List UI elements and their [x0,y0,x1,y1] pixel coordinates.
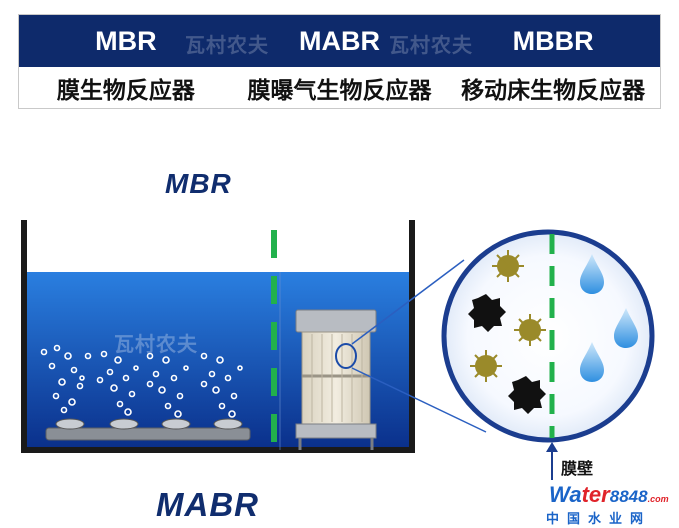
logo-domain: .com [647,494,669,504]
header-cell-mbbr: MBBR [512,25,594,56]
comparison-table: MBR MABR MBBR 瓦村农夫 瓦村农夫 膜生物反应器 膜曝气生物反应器 … [18,14,661,109]
microbe-yellow [470,350,502,382]
membrane-module [295,309,377,450]
name-cell-mabr: 膜曝气生物反应器 [247,77,432,104]
microbe-dark [468,294,506,332]
name-cell-mbr: 膜生物反应器 [56,77,195,104]
caption-arrow-head [546,442,558,452]
magnifier-spot [335,343,357,369]
water-droplets [580,254,638,382]
watermark-text: 瓦村农夫 [389,33,473,57]
watermark-text: 瓦村农夫 [114,332,198,356]
logo-subtitle: 中国水业网 [546,512,652,527]
mabr-title: MABR [156,486,259,523]
tank-wall [21,220,415,453]
table-header-row: MBR MABR MBBR [19,15,660,67]
membrane-bioreactor-diagram [21,220,655,480]
mbr-title: MBR [165,168,232,199]
microbe-yellow [492,250,524,282]
zoom-line [351,367,487,433]
logo-part2: ter [581,482,610,507]
site-logo: Water8848.com [549,482,669,508]
table-name-row: 膜生物反应器 膜曝气生物反应器 移动床生物反应器 [19,67,660,108]
microbe-yellow [514,314,546,346]
diffusers [55,418,243,430]
air-bubbles [40,344,243,418]
zoom-line [351,259,465,345]
aerator-pipe [45,427,251,441]
logo-part1: Wa [549,482,582,507]
header-cell-mabr: MABR [299,25,380,56]
name-cell-mbbr: 移动床生物反应器 [461,77,646,104]
watermark-text: 瓦村农夫 [185,33,269,57]
membrane-wall-caption: 膜壁 [561,459,594,478]
microbe-dark [508,376,546,414]
header-cell-mbr: MBR [95,25,157,56]
logo-number: 8848 [609,487,648,506]
